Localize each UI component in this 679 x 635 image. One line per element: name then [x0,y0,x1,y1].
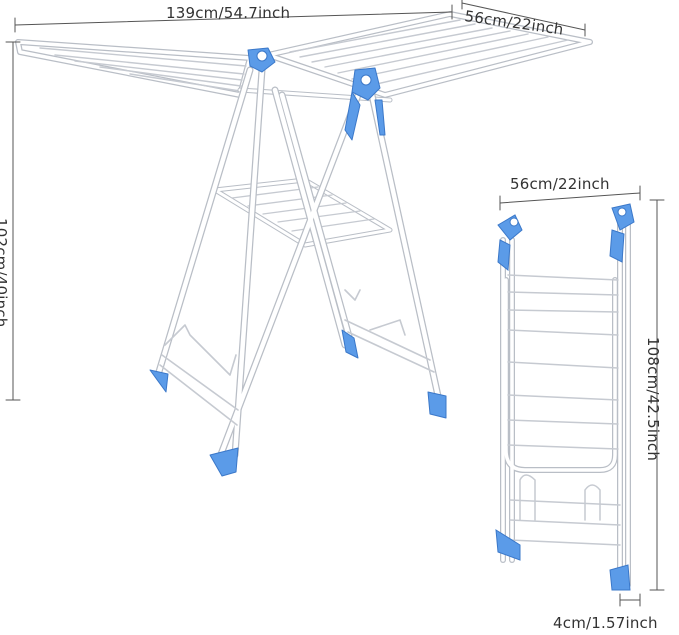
folded-drying-rack [495,185,665,607]
left-wing [15,39,253,98]
open-drying-rack [5,0,593,477]
open-height-text: 102cm/40inch [0,218,10,328]
folded-rack-rails [507,274,621,546]
right-wing [237,11,593,103]
open-rack-legs [154,66,444,466]
open-width-label: 139cm/54.7inch [166,4,291,22]
folded-rack-dimension-lines [499,185,665,607]
folded-height-text: 108cm/42.5inch [644,336,662,462]
folded-width-label: 56cm/22inch [510,175,610,193]
folded-thickness-label: 4cm/1.57inch [553,614,658,632]
folded-rack-blue-parts [495,203,635,591]
open-rack-blue-parts [149,47,447,477]
open-rack-dimension-lines [5,0,586,401]
